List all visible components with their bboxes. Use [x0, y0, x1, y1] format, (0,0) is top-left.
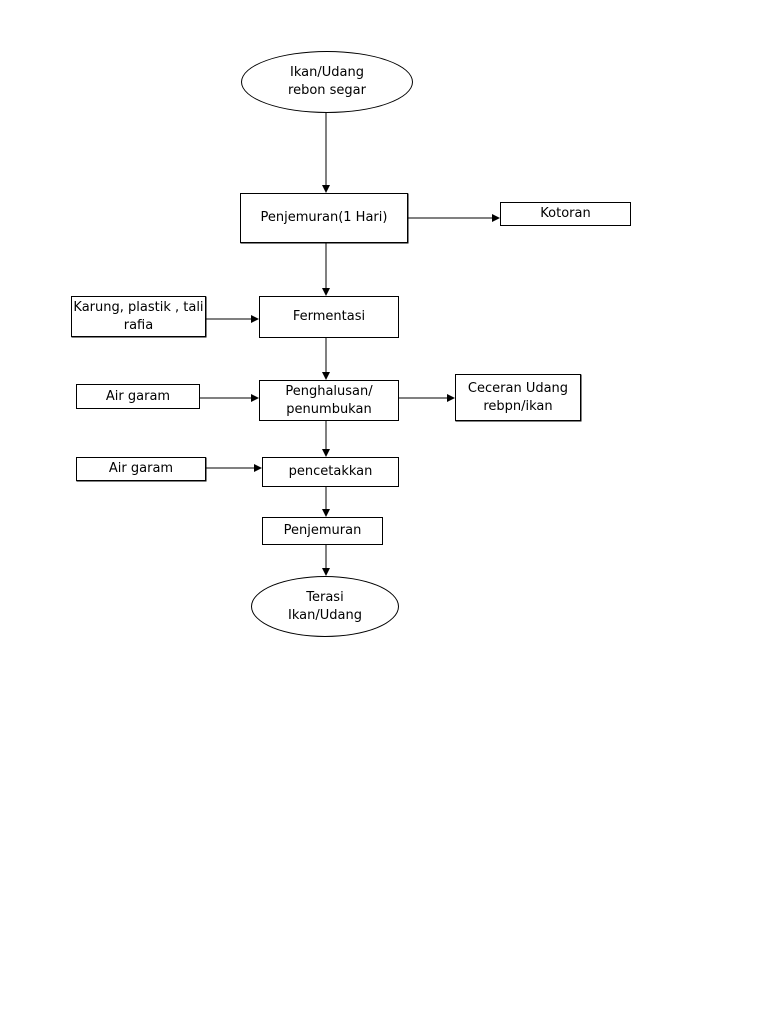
penghalusan-node: Penghalusan/ penumbukan — [259, 380, 399, 421]
ceceran-label: Ceceran Udang rebpn/ikan — [467, 380, 569, 414]
fermentasi-node: Fermentasi — [259, 296, 399, 338]
start-node: Ikan/Udang rebon segar — [241, 51, 413, 113]
penjemuran-1-hari-label: Penjemuran(1 Hari) — [260, 210, 388, 225]
pencetakkan-label: pencetakkan — [288, 464, 373, 479]
air-garam-1-label: Air garam — [105, 388, 171, 404]
karung-label: Karung, plastik , tali rafia — [73, 299, 204, 333]
air-garam-1-node: Air garam — [76, 384, 200, 409]
pencetakkan-node: pencetakkan — [262, 457, 399, 487]
penjemuran-1-hari-node: Penjemuran(1 Hari) — [240, 193, 408, 243]
air-garam-2-label: Air garam — [108, 461, 174, 476]
kotoran-label: Kotoran — [540, 206, 591, 221]
air-garam-2-node: Air garam — [76, 457, 206, 481]
penjemuran-node: Penjemuran — [262, 517, 383, 545]
penjemuran-label: Penjemuran — [283, 523, 362, 538]
kotoran-node: Kotoran — [500, 202, 631, 226]
karung-node: Karung, plastik , tali rafia — [71, 296, 206, 337]
fermentasi-label: Fermentasi — [292, 309, 366, 324]
end-node: Terasi Ikan/Udang — [251, 576, 399, 637]
ceceran-node: Ceceran Udang rebpn/ikan — [455, 374, 581, 421]
end-label: Terasi Ikan/Udang — [288, 589, 362, 623]
start-label: Ikan/Udang rebon segar — [288, 65, 366, 98]
penghalusan-label: Penghalusan/ penumbukan — [285, 383, 373, 417]
